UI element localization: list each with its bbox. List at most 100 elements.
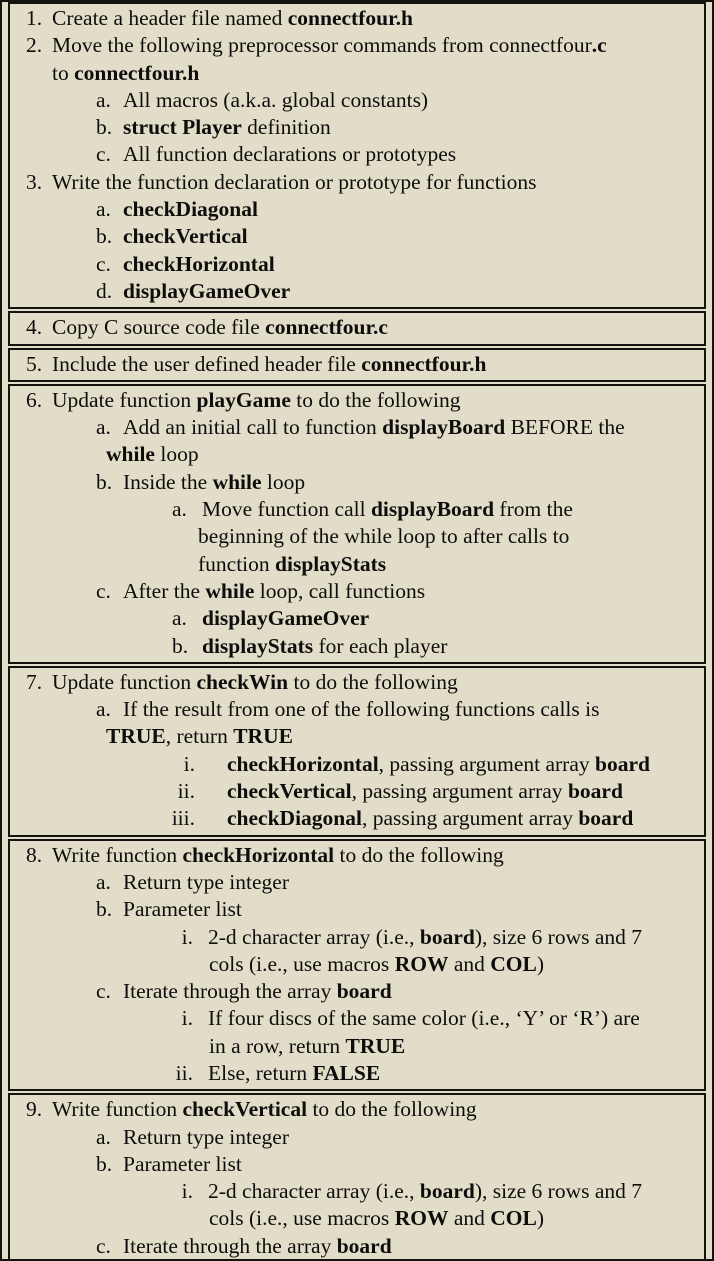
- list-marker: a.: [172, 606, 187, 631]
- list-line: 3.Write the function declaration or prot…: [12, 169, 702, 196]
- list-marker: a.: [96, 87, 111, 112]
- line-text: displayGameOver: [202, 606, 370, 631]
- list-line: 9. Write function checkVertical to do the…: [12, 1096, 702, 1123]
- list-marker: d.: [96, 278, 113, 303]
- line-text: Copy C source code file connectfour.c: [52, 315, 388, 340]
- line-text: If four discs of the same color (i.e., ‘…: [208, 1006, 640, 1031]
- line-text: Return type integer: [123, 869, 289, 894]
- list-line: 2. Move the following preprocessor comman…: [12, 32, 702, 59]
- line-text: checkHorizontal, passing argument array …: [227, 751, 650, 776]
- line-text: Include the user defined header file con…: [52, 351, 487, 376]
- list-marker: c.: [96, 979, 111, 1004]
- list-marker: c.: [96, 251, 111, 276]
- list-marker: b.: [172, 633, 189, 658]
- list-line: while loop: [12, 441, 702, 468]
- list-line: a. displayGameOver: [12, 605, 702, 632]
- list-marker: 4.: [26, 315, 43, 340]
- list-line: c.Iterate through the array board: [12, 978, 702, 1005]
- list-marker: i.: [181, 1179, 193, 1204]
- line-text: Else, return FALSE: [208, 1060, 381, 1085]
- list-marker: 5.: [26, 351, 43, 376]
- list-line: 6. Update function playGame to do the fol…: [12, 387, 702, 414]
- line-text: Move the following preprocessor commands…: [52, 33, 607, 58]
- list-line: a.Add an initial call to function displa…: [12, 414, 702, 441]
- list-marker: 9.: [26, 1097, 43, 1122]
- line-text: If the result from one of the following …: [123, 697, 600, 722]
- list-line: 5. Include the user defined header file c…: [12, 351, 702, 378]
- line-text: Parameter list: [123, 1151, 242, 1176]
- list-line: cols (i.e., use macros ROW and COL): [12, 1205, 702, 1232]
- list-marker: b.: [96, 115, 113, 140]
- line-text: cols (i.e., use macros ROW and COL): [209, 951, 544, 976]
- list-line: a. If the result from one of the followin…: [12, 696, 702, 723]
- list-line: c.After the while loop, call functions: [12, 578, 702, 605]
- line-text: Add an initial call to function displayB…: [123, 415, 625, 440]
- line-text: Write function checkHorizontal to do the…: [52, 842, 504, 867]
- line-text: Parameter list: [123, 897, 242, 922]
- list-marker: a.: [96, 697, 111, 722]
- list-line: d.displayGameOver: [12, 278, 702, 305]
- list-line: 8.Write function checkHorizontal to do t…: [12, 842, 702, 869]
- line-text: checkDiagonal, passing argument array bo…: [227, 806, 634, 831]
- line-text: checkVertical: [123, 224, 248, 249]
- list-line: b. checkVertical: [12, 223, 702, 250]
- list-marker: i.: [183, 751, 195, 776]
- list-marker: c.: [96, 142, 111, 167]
- list-line: c. All function declarations or prototype…: [12, 141, 702, 168]
- list-marker: 6.: [26, 387, 43, 412]
- list-marker: a.: [96, 197, 111, 222]
- list-line: b.Parameter list: [12, 1151, 702, 1178]
- list-marker: 1.: [26, 6, 43, 30]
- line-text: 2-d character array (i.e., board), size …: [208, 924, 643, 949]
- list-marker: 2.: [26, 33, 43, 58]
- list-marker: i.: [181, 924, 193, 949]
- list-marker: i.: [181, 1006, 193, 1031]
- section-box-3: 5. Include the user defined header file c…: [8, 347, 706, 382]
- list-marker: 3.: [26, 169, 43, 194]
- list-line: i. If four discs of the same color (i.e.,…: [12, 1005, 702, 1032]
- list-marker: b.: [96, 224, 113, 249]
- list-line: in a row, return TRUE: [12, 1033, 702, 1060]
- line-text: checkHorizontal: [123, 251, 275, 276]
- line-text: Inside the while loop: [123, 469, 306, 494]
- line-text: After the while loop, call functions: [123, 578, 426, 603]
- line-text: while loop: [106, 442, 199, 467]
- list-line: i.2-d character array (i.e., board), siz…: [12, 1178, 702, 1205]
- line-text: All function declarations or prototypes: [123, 142, 457, 167]
- line-text: Write function checkVertical to do the f…: [52, 1097, 477, 1122]
- line-text: checkDiagonal: [123, 197, 258, 222]
- line-text: to connectfour.h: [52, 60, 200, 85]
- section-box-7: 9. Write function checkVertical to do the…: [8, 1093, 706, 1259]
- list-line: a.All macros (a.k.a. global constants): [12, 87, 702, 114]
- line-text: Move function call displayBoard from the: [202, 497, 573, 522]
- list-line: a.Return type integer: [12, 1124, 702, 1151]
- list-line: TRUE, return TRUE: [12, 723, 702, 750]
- line-text: TRUE, return TRUE: [106, 724, 293, 749]
- list-line: a. Move function call displayBoard from t…: [12, 496, 702, 523]
- line-text: cols (i.e., use macros ROW and COL): [209, 1206, 544, 1231]
- line-text: function displayStats: [198, 551, 387, 576]
- list-marker: 7.: [26, 669, 43, 694]
- list-marker: a.: [172, 497, 187, 522]
- list-marker: b.: [96, 897, 113, 922]
- list-marker: a.: [96, 869, 111, 894]
- line-text: in a row, return TRUE: [209, 1033, 406, 1058]
- list-line: 1.Create a header file named connectfour…: [12, 5, 702, 32]
- list-marker: ii.: [177, 779, 195, 804]
- list-line: 7. Update function checkWin to do the fol…: [12, 669, 702, 696]
- line-text: Update function checkWin to do the follo…: [52, 669, 458, 694]
- section-box-2: 4. Copy C source code file connectfour.c: [8, 311, 706, 346]
- list-line: a. checkDiagonal: [12, 196, 702, 223]
- line-text: Iterate through the array board: [123, 1233, 392, 1258]
- line-text: displayStats for each player: [202, 633, 448, 658]
- section-box-4: 6. Update function playGame to do the fol…: [8, 383, 706, 664]
- list-line: i. 2-d character array (i.e., board), siz…: [12, 924, 702, 951]
- list-marker: c.: [96, 1233, 111, 1258]
- list-marker: ii.: [175, 1060, 193, 1085]
- list-line: 4. Copy C source code file connectfour.c: [12, 314, 702, 341]
- line-text: Update function playGame to do the follo…: [52, 387, 461, 412]
- list-line: ii.checkVertical, passing argument array…: [12, 778, 702, 805]
- list-line: cols (i.e., use macros ROW and COL): [12, 951, 702, 978]
